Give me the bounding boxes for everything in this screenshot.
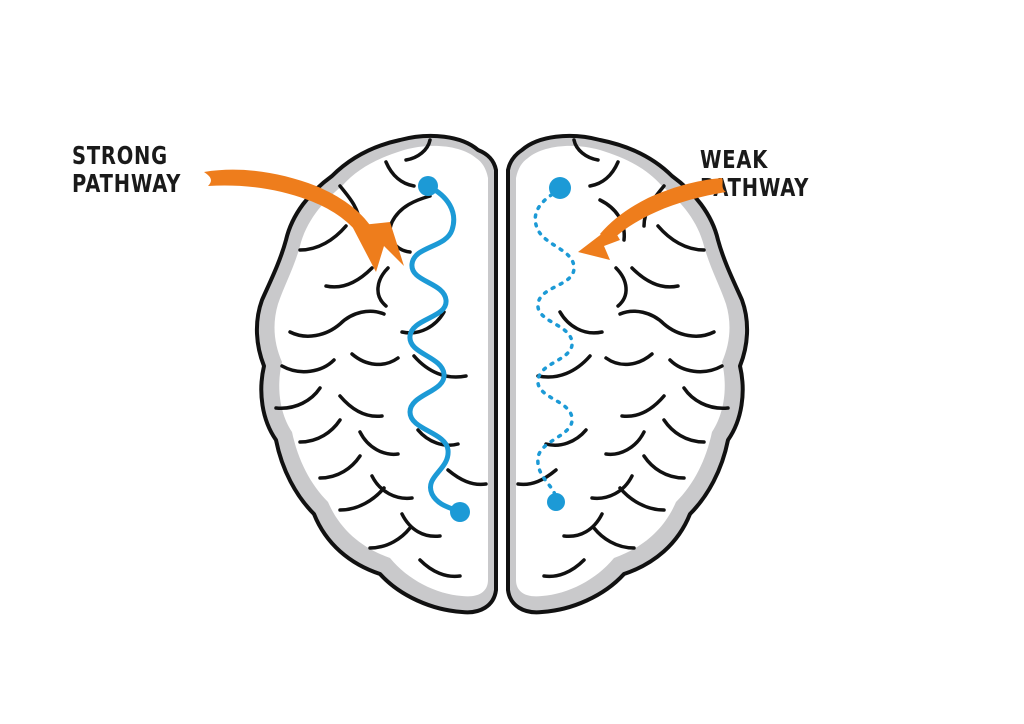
weak-pathway-start-node bbox=[549, 177, 571, 199]
strong-arrow-head bbox=[352, 222, 404, 272]
left-hemisphere-outline bbox=[254, 133, 498, 615]
right-hemisphere bbox=[506, 133, 750, 615]
left-folds bbox=[274, 138, 488, 579]
weak-arrow-head bbox=[578, 226, 620, 260]
strong-pathway bbox=[407, 176, 470, 522]
strong-pathway-arrow bbox=[204, 169, 404, 272]
weak-pathway bbox=[533, 177, 576, 511]
left-hemisphere bbox=[254, 133, 498, 615]
strong-label-line-2: PATHWAY bbox=[72, 169, 182, 198]
weak-arrow-shaft bbox=[600, 178, 726, 242]
strong-pathway-start-node bbox=[418, 176, 438, 196]
weak-label-line-1: WEAK bbox=[700, 145, 769, 174]
weak-pathway-line bbox=[533, 188, 576, 502]
strong-pathway-line bbox=[407, 183, 463, 515]
left-hemisphere-fill bbox=[274, 145, 488, 597]
weak-pathway-label: WEAK PATHWAY bbox=[700, 146, 809, 202]
right-hemisphere-outline bbox=[506, 133, 750, 615]
strong-pathway-end-node bbox=[450, 502, 470, 522]
weak-pathway-end-node bbox=[547, 493, 565, 511]
right-hemisphere-fill bbox=[516, 145, 730, 597]
weak-pathway-arrow bbox=[578, 178, 726, 260]
right-folds bbox=[516, 138, 730, 579]
strong-pathway-label: STRONG PATHWAY bbox=[72, 142, 181, 198]
strong-arrow-shaft bbox=[204, 169, 372, 236]
strong-label-line-1: STRONG bbox=[72, 141, 168, 170]
